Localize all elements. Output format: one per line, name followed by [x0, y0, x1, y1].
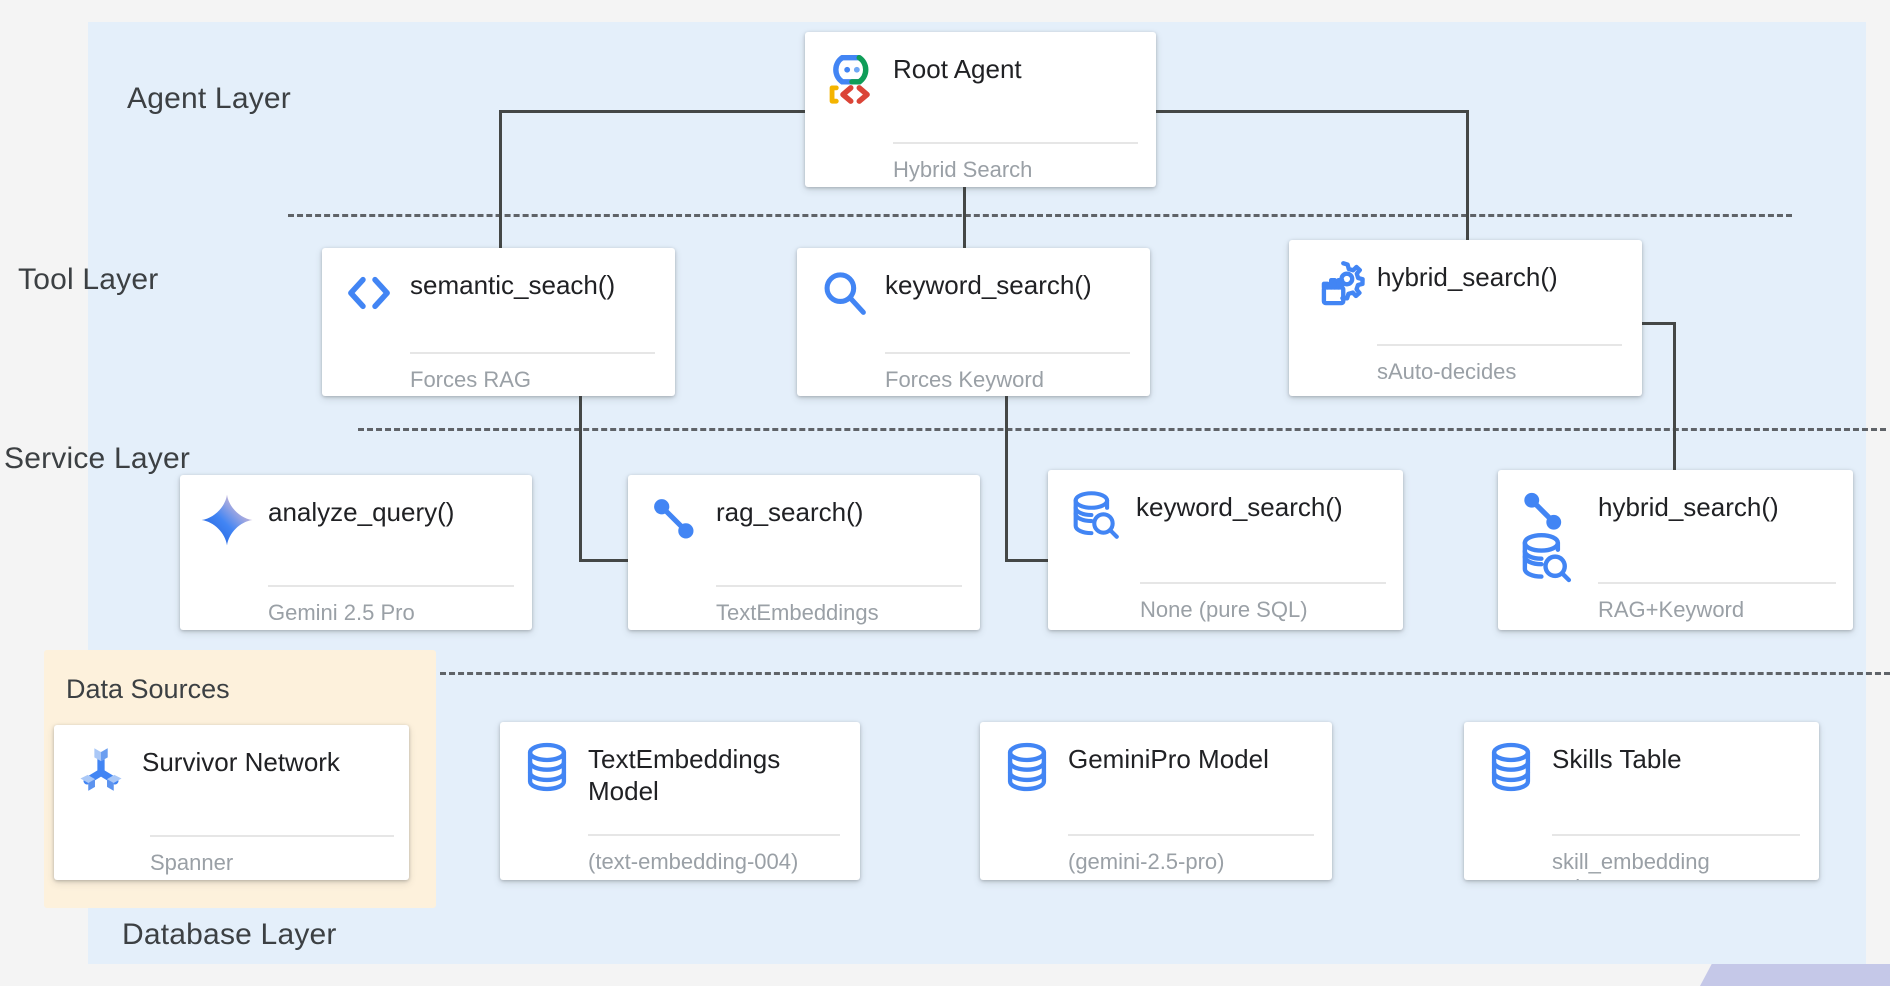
connector-root-right-h [1155, 110, 1469, 113]
card-service-rag-search[interactable]: rag_search() TextEmbeddings [628, 475, 980, 630]
card-subtitle: Spanner [150, 850, 234, 875]
card-subtitle: Hybrid Search [893, 157, 1033, 182]
card-service-analyze-query[interactable]: analyze_query() Gemini 2.5 Pro [180, 475, 532, 630]
gears-icon [1307, 256, 1365, 314]
card-subtitle: Gemini 2.5 Pro [268, 600, 415, 625]
card-title: TextEmbeddings Model [588, 744, 781, 806]
corner-decoration [1700, 964, 1890, 986]
card-tool-semantic-search[interactable]: semantic_seach() Forces RAG [322, 248, 675, 396]
divider-agent-tool [288, 214, 1792, 217]
card-root-agent[interactable]: Root Agent Hybrid Search [805, 32, 1156, 187]
database-icon [1482, 738, 1540, 796]
card-divider [716, 585, 962, 587]
connector-root-left-h [499, 110, 807, 113]
card-title: rag_search() [716, 497, 864, 527]
card-title: GeminiPro Model [1068, 744, 1269, 774]
card-divider [410, 352, 655, 354]
divider-tool-service [358, 428, 1886, 431]
card-divider [268, 585, 514, 587]
card-divider [885, 352, 1130, 354]
card-service-hybrid-search[interactable]: hybrid_search() RAG+Keyword [1498, 470, 1853, 630]
card-subtitle: TextEmbeddings [716, 600, 879, 625]
card-subtitle: skill_embedding column [1552, 849, 1710, 880]
card-subtitle: (gemini-2.5-pro) [1068, 849, 1225, 874]
card-divider [1552, 834, 1800, 836]
card-subtitle: None (pure SQL) [1140, 597, 1308, 622]
divider-service-database [440, 672, 1890, 675]
connector-root-to-keyword-v [963, 185, 966, 248]
connector-semantic-to-rag-h [579, 559, 629, 562]
card-title: Survivor Network [142, 747, 340, 777]
card-database-textembeddings-model[interactable]: TextEmbeddings Model (text-embedding-004… [500, 722, 860, 880]
dots-database-search-icon [1516, 486, 1586, 592]
database-search-icon [1066, 486, 1124, 544]
card-divider [893, 142, 1138, 144]
connector-keyword-to-keyword-h [1005, 559, 1057, 562]
card-divider [1598, 582, 1836, 584]
agent-robot-code-icon [823, 48, 881, 106]
card-database-skills-table[interactable]: Skills Table skill_embedding column [1464, 722, 1819, 880]
connector-keyword-to-keyword-v [1005, 396, 1008, 562]
card-divider [1068, 834, 1314, 836]
card-title: keyword_search() [1136, 492, 1343, 522]
card-title: hybrid_search() [1377, 262, 1558, 292]
card-datasource-survivor-network[interactable]: Survivor Network Spanner [54, 725, 409, 880]
gemini-sparkle-icon [198, 491, 256, 549]
card-title: Skills Table [1552, 744, 1682, 774]
code-brackets-icon [340, 264, 398, 322]
card-divider [588, 834, 840, 836]
connected-dots-icon [646, 491, 704, 549]
layer-label-database: Database Layer [122, 918, 337, 951]
card-title: analyze_query() [268, 497, 455, 527]
connector-hybrid-v [1673, 322, 1676, 475]
card-divider [1140, 582, 1386, 584]
layer-label-agent: Agent Layer [127, 82, 291, 115]
card-subtitle: sAuto-decides [1377, 359, 1517, 384]
database-icon [518, 738, 576, 796]
connector-semantic-to-rag-v [579, 396, 582, 562]
card-subtitle: Forces RAG [410, 367, 532, 392]
card-subtitle: RAG+Keyword [1598, 597, 1745, 622]
card-subtitle: Forces Keyword [885, 367, 1044, 392]
card-divider [1377, 344, 1622, 346]
card-database-geminipro-model[interactable]: GeminiPro Model (gemini-2.5-pro) [980, 722, 1332, 880]
layer-label-tool: Tool Layer [18, 263, 159, 296]
card-title: semantic_seach() [410, 270, 616, 300]
spanner-icon [72, 741, 130, 799]
group-title-data-sources: Data Sources [66, 674, 230, 704]
card-subtitle: (text-embedding-004) [588, 849, 799, 874]
magnifier-icon [815, 264, 873, 322]
card-tool-keyword-search[interactable]: keyword_search() Forces Keyword [797, 248, 1150, 396]
layer-label-service: Service Layer [4, 442, 191, 475]
card-title: Root Agent [893, 54, 1022, 84]
card-divider [150, 835, 394, 837]
connector-root-to-semantic-v [499, 110, 502, 248]
connector-hybrid-h [1640, 322, 1676, 325]
card-title: keyword_search() [885, 270, 1092, 300]
card-tool-hybrid-search[interactable]: hybrid_search() sAuto-decides [1289, 240, 1642, 396]
card-title: hybrid_search() [1598, 492, 1779, 522]
database-icon [998, 738, 1056, 796]
card-service-keyword-search[interactable]: keyword_search() None (pure SQL) [1048, 470, 1403, 630]
connector-root-to-hybrid-v [1466, 110, 1469, 248]
